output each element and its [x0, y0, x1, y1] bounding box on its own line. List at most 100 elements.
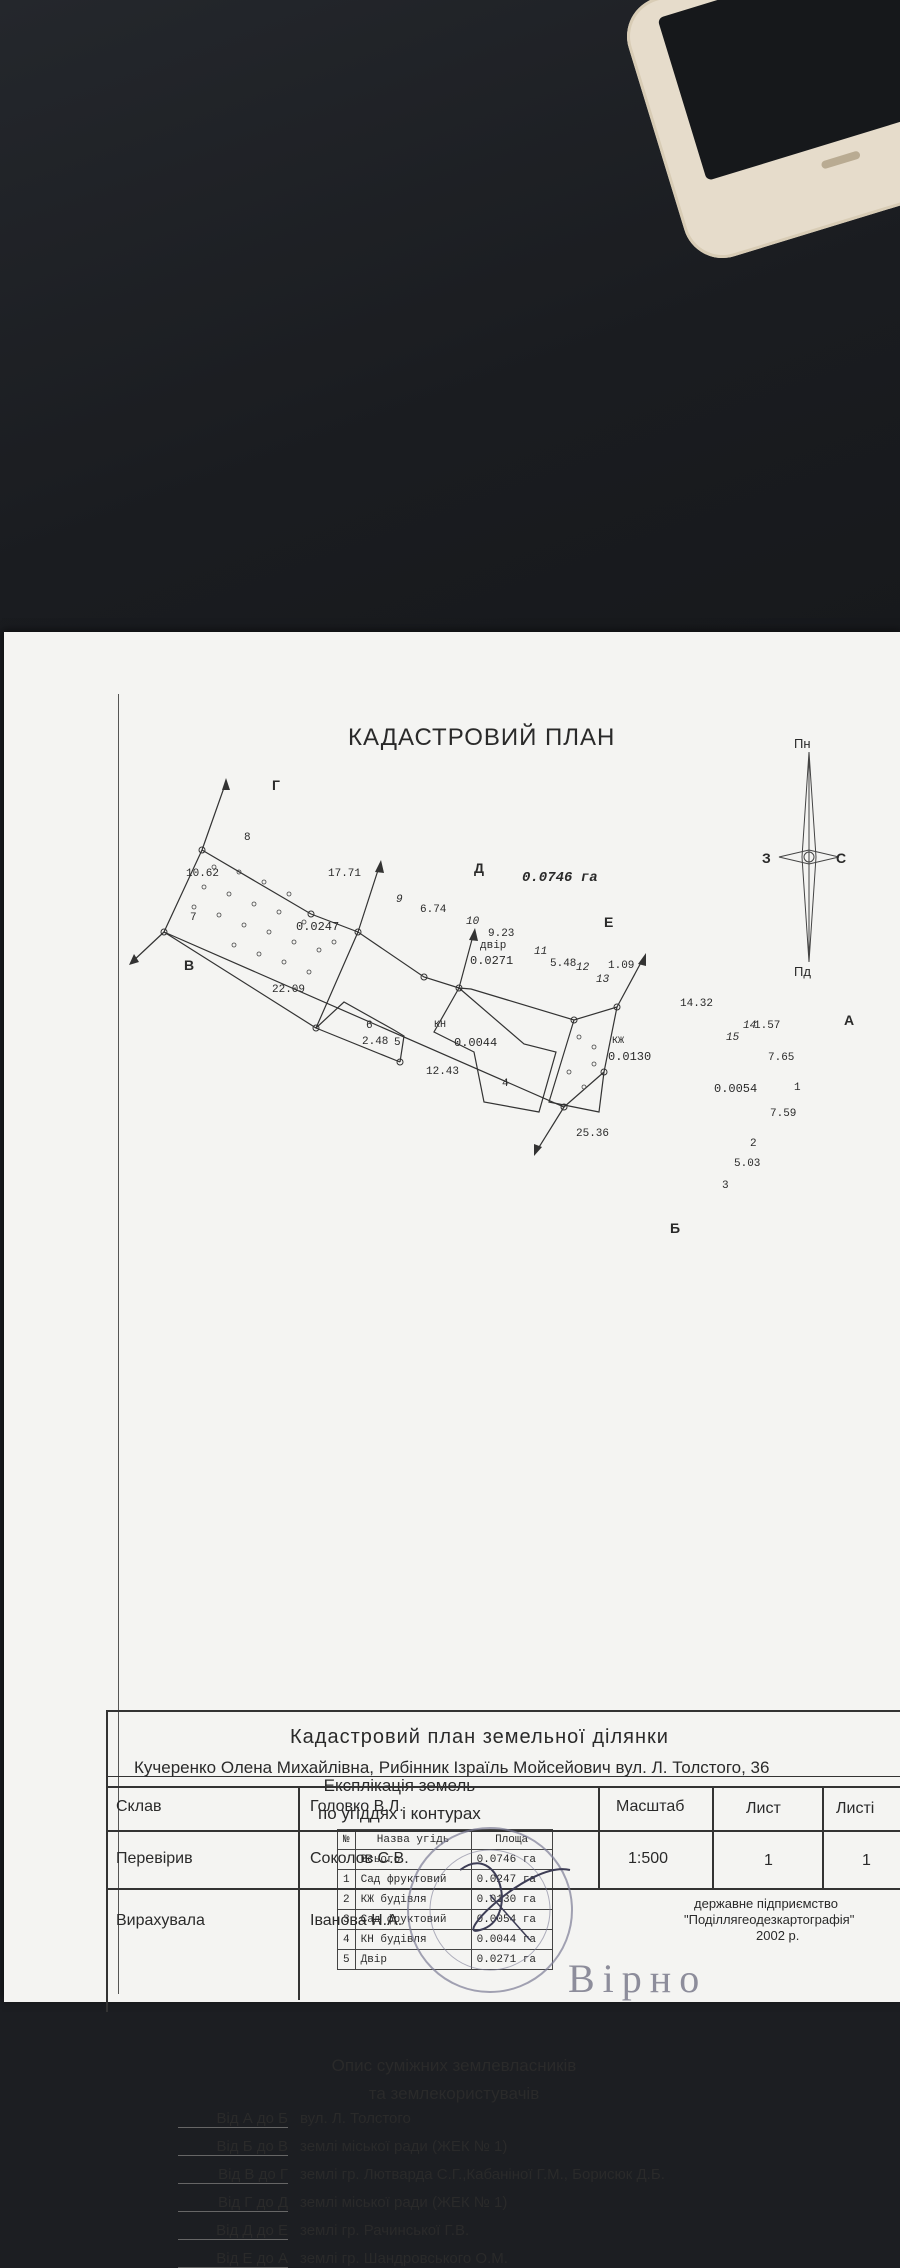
point-2: 2 — [750, 1138, 757, 1150]
adjacent-desc: землі міської ради (ЖЕК № 1) — [300, 2194, 508, 2211]
phone-screen — [657, 0, 900, 181]
title-block-divider — [298, 1786, 300, 2000]
length-1-09: 1.09 — [608, 960, 635, 972]
explication-table: № Назва угідь Площа Всього 0.0746 га 1 С… — [337, 1829, 553, 1970]
table-header-cell: Площа — [470, 1829, 553, 1850]
round-seal-stamp-icon — [407, 1827, 573, 1993]
margin-line — [118, 694, 119, 1994]
point-8: 8 — [244, 832, 251, 844]
point-10: 10 — [466, 916, 480, 928]
contour-kn-code: КН — [434, 1020, 447, 1031]
point-14: 14 — [743, 1020, 757, 1032]
compass-rose-icon — [778, 751, 840, 963]
length-6-74: 6.74 — [420, 904, 447, 916]
orchard-dots — [191, 864, 597, 1090]
title-block-divider — [598, 1786, 600, 1888]
contour-kzh-area: 0.0130 — [608, 1050, 652, 1064]
sheet-value: 1 — [764, 1852, 773, 1869]
title-block-divider — [822, 1786, 824, 1888]
length-5-03: 5.03 — [734, 1158, 761, 1170]
contour-yard-code: двір — [480, 940, 507, 952]
compass-south-label: Пд — [794, 964, 811, 979]
compass-north-label: Пн — [794, 736, 811, 751]
adjacent-row: Від Д до Е землі гр. Рачинської Г.В. — [178, 2222, 469, 2240]
point-12: 12 — [576, 962, 590, 974]
contour-kzh-code: КЖ — [612, 1036, 625, 1047]
org-line1: державне підприємство — [694, 1896, 838, 1911]
adjacent-from: Від Г до Д — [178, 2194, 288, 2212]
point-11: 11 — [534, 946, 548, 958]
table-cell: 0.0044 га — [470, 1929, 553, 1950]
phone-home-button — [820, 150, 862, 170]
length-10-62: 10.62 — [186, 868, 220, 880]
org-line2: "Поділлягеодезкартографія" — [684, 1912, 855, 1927]
adjacent-owners-title: Опис суміжних землевласників та землекор… — [314, 2052, 594, 2108]
verno-stamp: Вірно — [568, 1956, 708, 2001]
explication-title: Експлікація земель по угіддях і контурах — [318, 1772, 481, 1828]
direction-e-label: Е — [604, 914, 614, 930]
table-cell: 0.0247 га — [470, 1869, 553, 1890]
point-6: 6 — [366, 1020, 373, 1032]
point-15: 15 — [726, 1032, 740, 1044]
adjacent-row: Від В до Г землі гр. Лютварда С.Г.,Кабані… — [178, 2166, 665, 2184]
contour-orchard-area: 0.0247 — [296, 920, 340, 934]
adjacent-from: Від А до Б — [178, 2110, 288, 2128]
table-row: 4 КН будівля 0.0044 га — [337, 1929, 553, 1950]
length-12-43: 12.43 — [426, 1066, 460, 1078]
explication-title-line1: Експлікація земель — [318, 1772, 481, 1800]
org-year: 2002 р. — [756, 1928, 800, 1943]
point-1: 1 — [794, 1082, 801, 1094]
point-9: 9 — [396, 894, 403, 906]
table-row: 2 КЖ будівля 0.0130 га — [337, 1889, 553, 1910]
adjacent-from: Від Д до Е — [178, 2222, 288, 2240]
adjacent-desc: землі гр. Рачинської Г.В. — [300, 2222, 470, 2239]
scale-value: 1:500 — [628, 1850, 669, 1867]
direction-a-label: А — [844, 1012, 855, 1028]
length-5-48: 5.48 — [550, 958, 577, 970]
title-block-divider — [106, 1776, 900, 1777]
adjacent-from: Від Б до В — [178, 2138, 288, 2156]
contour-yard-area: 0.0271 — [470, 954, 514, 968]
point-7: 7 — [190, 912, 197, 924]
explication-title-line2: по угіддях і контурах — [318, 1804, 481, 1823]
adjacent-row: Від Б до В землі міської ради (ЖЕК № 1) — [178, 2138, 507, 2156]
length-14-32: 14.32 — [680, 998, 714, 1010]
adjacent-row: Від Е до А землі гр. Шандровського О.М. — [178, 2250, 508, 2268]
parcel-plan-drawing — [129, 778, 646, 1156]
point-4: 4 — [502, 1078, 509, 1090]
title-block-divider — [106, 1830, 900, 1832]
length-2-48: 2.48 — [362, 1036, 389, 1048]
table-cell: 0.0271 га — [470, 1949, 553, 1970]
length-1-57: 1.57 — [754, 1020, 781, 1032]
adjacent-desc: землі гр. Лютварда С.Г.,Кабаніної Г.М., … — [300, 2166, 665, 2183]
adjacent-title-line1: Опис суміжних землевласників — [331, 2056, 577, 2075]
adjacent-row: Від Г до Д землі міської ради (ЖЕК № 1) — [178, 2194, 507, 2212]
name-compiled: Головко В.Л. — [310, 1798, 404, 1815]
adjacent-from: Від Е до А — [178, 2250, 288, 2268]
sheets-label: Листі — [836, 1800, 875, 1817]
table-row: 5 Двір 0.0271 га — [337, 1949, 553, 1970]
adjacent-desc: вул. Л. Толстого — [300, 2110, 411, 2127]
adjacent-desc: землі гр. Шандровського О.М. — [300, 2250, 508, 2267]
length-17-71: 17.71 — [328, 868, 362, 880]
length-7-65: 7.65 — [768, 1052, 795, 1064]
total-area-label: 0.0746 га — [522, 870, 598, 886]
title-block — [106, 1710, 900, 2012]
adjacent-from: Від В до Г — [178, 2166, 288, 2184]
length-9-23: 9.23 — [488, 928, 515, 940]
title-block-heading: Кадастровий план земельної ділянки — [290, 1726, 669, 1748]
role-checked: Перевірив — [116, 1850, 193, 1867]
point-13: 13 — [596, 974, 610, 986]
direction-g-label: Г — [272, 777, 280, 793]
direction-v-label: В — [184, 957, 195, 973]
length-22-09: 22.09 — [272, 984, 306, 996]
role-calculated: Вирахувала — [116, 1912, 205, 1929]
length-25-36: 25.36 — [576, 1128, 610, 1140]
title-block-owners: Кучеренко Олена Михайлівна, Рибінник Ізр… — [134, 1758, 770, 1777]
role-compiled: Склав — [116, 1798, 162, 1815]
contour-kn-area: 0.0044 — [454, 1036, 498, 1050]
sheet-label: Лист — [746, 1800, 781, 1817]
point-5: 5 — [394, 1037, 401, 1049]
adjacent-desc: землі міської ради (ЖЕК № 1) — [300, 2138, 508, 2155]
title-block-divider — [712, 1786, 714, 1888]
